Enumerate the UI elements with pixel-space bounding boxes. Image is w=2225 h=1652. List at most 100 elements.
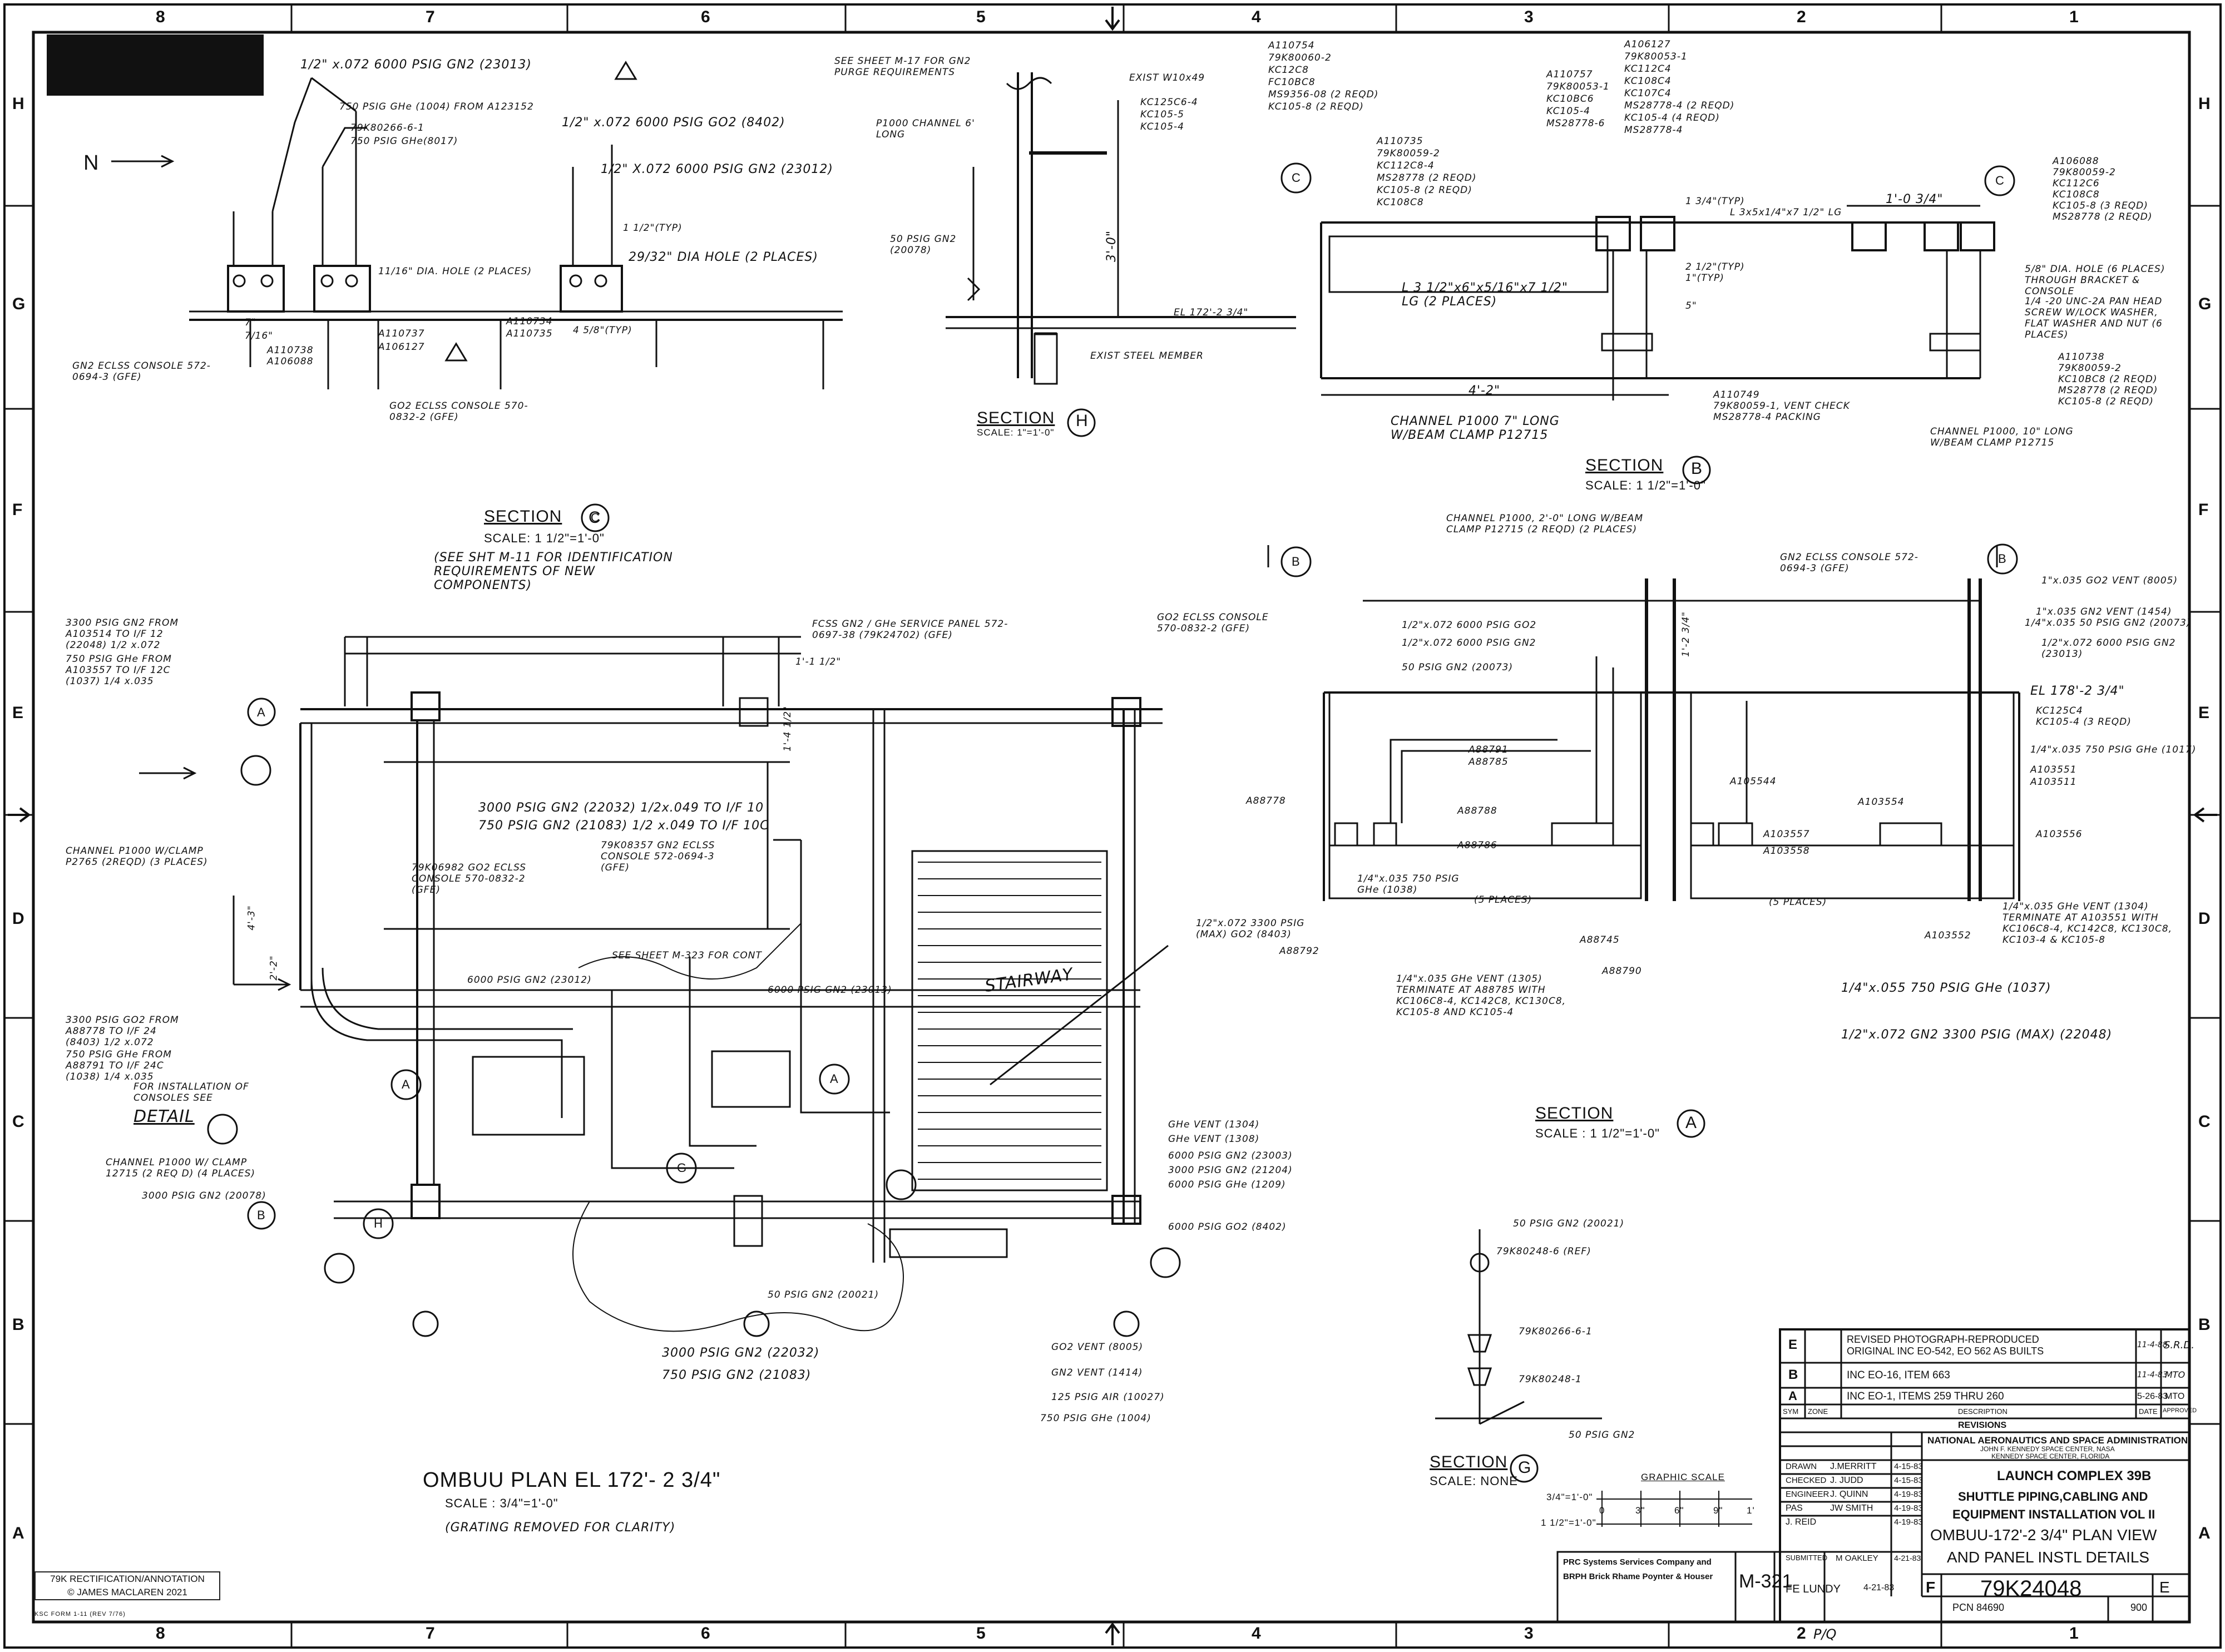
sb-an: A110738 <box>2058 352 2105 363</box>
sig-engineer-date: 4-19-83 <box>1894 1490 1923 1499</box>
graphic-scale-tick-4: 1' <box>1747 1505 1755 1516</box>
sa-z: A103556 <box>2036 829 2083 840</box>
zone-col-1-top: 1 <box>2069 8 2079 26</box>
zone-col-4-bottom: 4 <box>1252 1624 1261 1643</box>
drawing-number: 79K24048 <box>1980 1576 2082 1601</box>
sg-c: 79K80266-6-1 <box>1519 1326 1593 1337</box>
sc-dim-716: 7/16" <box>245 330 273 342</box>
sh-label-a: SEE SHEET M-17 FOR GN2 PURGE REQUIREMENT… <box>834 56 971 78</box>
sc-label-14: 4 5/8"(TYP) <box>573 325 632 336</box>
sb-q: MS28778-4 (2 REQD) <box>1624 100 1735 111</box>
bubble-c-letter: C <box>591 511 600 525</box>
sig-drawn-role: DRAWN <box>1786 1462 1817 1471</box>
sig-engineer-name: J. QUINN <box>1830 1490 1868 1499</box>
zone-col-6-bottom: 6 <box>701 1624 710 1643</box>
plan-go2-3300: 3300 PSIG GO2 FROM A88778 TO I/F 24 (840… <box>66 1015 179 1048</box>
sb-y: KC108C8 <box>1377 197 1424 208</box>
zone-col-7-bottom: 7 <box>426 1624 435 1643</box>
sa-d: 1/2"x.072 6000 PSIG GO2 <box>1402 620 1537 631</box>
section-g-title: SECTION <box>1430 1453 1508 1471</box>
sig-submitted-date: 4-21-83 <box>1894 1554 1921 1562</box>
plan-gn2-6000b: 6000 PSIG GN2 (23013) <box>768 985 892 996</box>
sc-label-6: 1/2" X.072 6000 PSIG GN2 (23012) <box>601 162 833 176</box>
section-c-scale: SCALE: 1 1/2"=1'-0" <box>484 531 605 545</box>
plan-title: OMBUU PLAN EL 172'- 2 3/4" <box>423 1468 721 1492</box>
sa-dim: 1'-2 3/4" <box>1680 611 1692 657</box>
plan-ghe-vent-1308: GHe VENT (1308) <box>1168 1134 1260 1145</box>
sb-dim1: 4'-2" <box>1468 384 1501 398</box>
sb-ah: KC112C6 <box>2053 178 2100 189</box>
zone-col-2-top: 2 <box>1797 8 1806 26</box>
sc-label-7: 1 1/2"(TYP) <box>623 222 683 234</box>
sh-label-d: KC105-5 <box>1140 109 1184 120</box>
sg-e: 50 PSIG GN2 <box>1569 1430 1635 1441</box>
zone-col-8-top: 8 <box>156 8 165 26</box>
rev-a-date: 5-26-83 <box>2137 1392 2168 1401</box>
form-number: KSC FORM 1-11 (REV 7/76) <box>34 1611 126 1618</box>
pcn: PCN 84690 <box>1952 1602 2005 1613</box>
sb-e: MS9356-08 (2 REQD) <box>1268 89 1379 100</box>
plan-channel-12715: CHANNEL P1000 W/ CLAMP 12715 (2 REQ D) (… <box>106 1157 256 1179</box>
sa-j: 1/2"x.072 6000 PSIG GN2 (23013) <box>2041 637 2176 660</box>
section-g-scale: SCALE: NONE <box>1430 1474 1518 1488</box>
plan-gn2-6000: 6000 PSIG GN2 (23012) <box>467 975 592 986</box>
zone-row-f-right: F <box>2198 501 2209 519</box>
section-a-graphic <box>1267 545 2020 901</box>
plan-detail: DETAIL <box>134 1107 195 1126</box>
zone-col-5-top: 5 <box>976 8 986 26</box>
sb-ad: MS28778-4 PACKING <box>1713 412 1821 423</box>
sa-g: 1"x.035 GO2 VENT (8005) <box>2041 575 2178 586</box>
sh-label-b: EXIST W10x49 <box>1129 72 1205 83</box>
rev-b-appr: MTO <box>2165 1369 2186 1380</box>
agency-name: NATIONAL AERONAUTICS AND SPACE ADMINISTR… <box>1927 1435 2188 1446</box>
graphic-scale-title: GRAPHIC SCALE <box>1641 1472 1725 1482</box>
center-name: JOHN F. KENNEDY SPACE CENTER, NASA <box>1980 1445 2115 1453</box>
sig-engineer-role: ENGINEER <box>1786 1490 1830 1499</box>
plan-gn2-3000b: 3000 PSIG GN2 (22032) <box>662 1346 820 1360</box>
sa-y: A103554 <box>1858 797 1905 808</box>
plan-ghe-1209: 6000 PSIG GHe (1209) <box>1168 1179 1286 1190</box>
sc-label-11: A106127 <box>378 342 425 353</box>
graphic-scale-row1: 3/4"=1'-0" <box>1546 1492 1593 1502</box>
sb-z: L 3x5x1/4"x7 1/2" LG <box>1730 207 1842 218</box>
zone-row-c-right: C <box>2198 1112 2211 1131</box>
sg-d: 79K80248-1 <box>1519 1374 1582 1385</box>
sc-label-12: A110734 <box>506 316 553 327</box>
section-c-graphic <box>111 61 843 389</box>
sb-ao: 79K80059-2 <box>2058 363 2122 374</box>
sb-g: A110757 <box>1546 69 1593 80</box>
sh-label-f: P1000 CHANNEL 6' LONG <box>876 118 975 140</box>
sh-label-h: EL 172'-2 3/4" <box>1174 307 1249 318</box>
sc-label-16: A106088 <box>267 356 314 367</box>
plan-dim-1-10: 1'-1 1/2" <box>795 656 842 667</box>
zone-row-a-right: A <box>2198 1524 2211 1542</box>
sg-b: 79K80248-6 (REF) <box>1496 1246 1591 1257</box>
approved-date: 4-21-83 <box>1863 1583 1895 1592</box>
section-h-letter: H <box>1076 412 1089 430</box>
rev-b-sym: B <box>1788 1367 1798 1382</box>
bubbles <box>207 162 2018 1483</box>
sa-x: A103558 <box>1763 845 1810 857</box>
rev-e-sym: E <box>1788 1337 1798 1352</box>
plan-gn2-vent: GN2 VENT (1414) <box>1051 1367 1143 1378</box>
rev-a-appr: MTO <box>2165 1392 2185 1401</box>
plan-go2-8402: 6000 PSIG GO2 (8402) <box>1168 1221 1287 1233</box>
rev-letter: E <box>2159 1579 2170 1596</box>
sb-r: KC105-4 (4 REQD) <box>1624 112 1720 123</box>
graphic-scale-tick-3: 9" <box>1713 1505 1723 1516</box>
zone-row-f-left: F <box>12 501 23 519</box>
zone-col-3-bottom: 3 <box>1524 1624 1534 1643</box>
center-arrow-top <box>1105 7 1120 31</box>
section-h-graphic <box>946 72 1296 385</box>
sb-dim3: 1 3/4"(TYP) <box>1685 196 1745 207</box>
rev-e-date: 11-4-88 <box>2137 1341 2168 1349</box>
graphic-scale-tick-0: 0 <box>1599 1505 1605 1516</box>
rev-col-date: DATE <box>2139 1407 2158 1416</box>
sig-pas-role: PAS <box>1786 1503 1803 1513</box>
sa-al: 1/2"x.072 GN2 3300 PSIG (MAX) (22048) <box>1841 1028 2113 1042</box>
sh-label-g: 50 PSIG GN2 (20078) <box>890 234 957 256</box>
sh-label-i: EXIST STEEL MEMBER <box>1090 350 1204 362</box>
section-h-title: SECTION <box>977 409 1055 427</box>
section-g-letter: G <box>1518 1458 1532 1477</box>
plan-gn2-23003: 6000 PSIG GN2 (23003) <box>1168 1150 1293 1161</box>
